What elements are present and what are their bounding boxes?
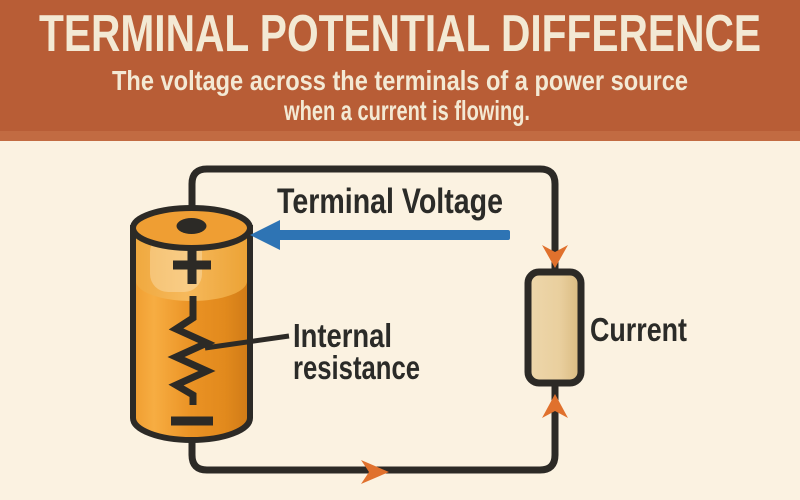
current-label: Current	[590, 311, 687, 348]
terminal-voltage-label: Terminal Voltage	[277, 182, 503, 221]
plus-symbol-icon	[173, 246, 211, 284]
current-arrow-down-icon	[542, 245, 568, 268]
current-flow-arrows	[361, 245, 568, 484]
terminal-voltage-arrow-shaft	[274, 230, 510, 240]
subtitle-line-2: when a current is flowing.	[283, 95, 530, 126]
internal-resistance-zigzag-icon	[167, 296, 216, 405]
terminal-voltage-arrow-head	[250, 220, 280, 250]
header-background	[0, 0, 800, 141]
internal-resistance-label-line-1: Internal	[293, 317, 392, 354]
battery-terminal-dot	[176, 218, 207, 234]
diagram-labels: Terminal Voltage Internal resistance Cur…	[277, 182, 687, 386]
header-accent-strip	[0, 131, 800, 141]
page-title: TERMINAL POTENTIAL DIFFERENCE	[39, 5, 761, 63]
internal-resistance-pointer-line	[204, 333, 290, 351]
battery	[130, 205, 253, 444]
current-arrow-up-icon	[542, 394, 568, 418]
header: TERMINAL POTENTIAL DIFFERENCE The voltag…	[39, 5, 761, 126]
external-resistor-box	[524, 268, 585, 387]
terminal-voltage-arrow-icon	[250, 220, 510, 250]
subtitle-line-1: The voltage across the terminals of a po…	[112, 65, 688, 96]
internal-resistance-label-line-2: resistance	[293, 349, 420, 386]
current-arrow-right-icon	[361, 460, 389, 484]
